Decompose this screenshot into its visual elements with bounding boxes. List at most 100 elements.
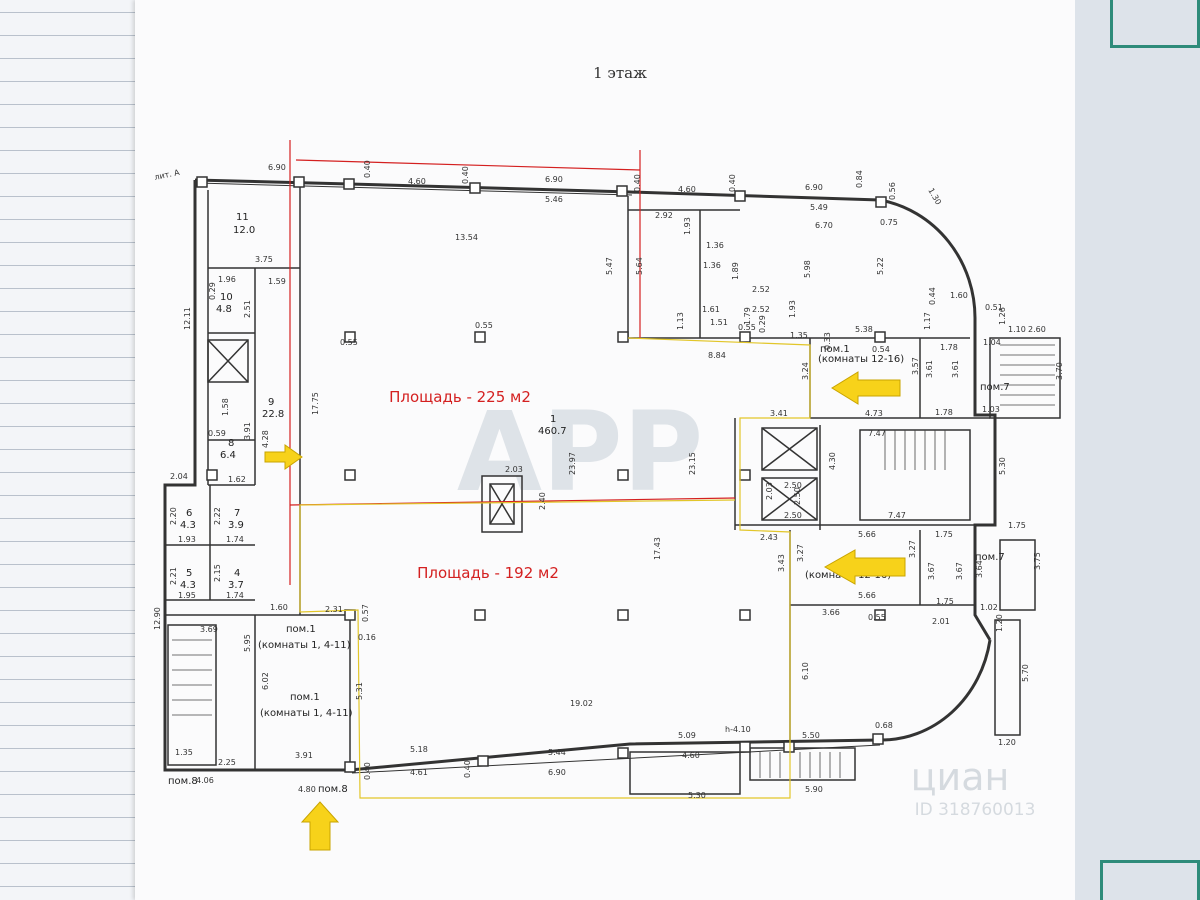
binder-rule-line <box>0 541 135 542</box>
dim-327: 3.27 <box>796 544 805 562</box>
dim-222: 2.22 <box>213 507 222 525</box>
binder-rule-line <box>0 472 135 473</box>
dim-1775: 17.75 <box>311 392 320 415</box>
dim-460a: 4.60 <box>408 177 426 186</box>
dim-051: 0.51 <box>985 303 1003 312</box>
room-5-number: 5 <box>186 568 192 579</box>
dim-590: 5.90 <box>805 785 823 794</box>
dim-044: 0.44 <box>928 287 937 305</box>
dim-196: 1.96 <box>218 275 236 284</box>
room-8-area: 6.4 <box>220 450 236 461</box>
dim-195: 1.95 <box>178 591 196 600</box>
dim-530: 5.30 <box>998 457 1007 475</box>
dim-075: 0.75 <box>880 218 898 227</box>
binder-rule-line <box>0 656 135 657</box>
dim-055d: 0.55 <box>738 323 756 332</box>
dimension-labels: 6.90 0.40 4.60 0.40 6.90 5.46 0.40 4.60 … <box>153 160 1064 800</box>
dim-193: 1.93 <box>683 217 692 235</box>
binder-rule-line <box>0 587 135 588</box>
binder-rule-line <box>0 679 135 680</box>
dim-391b: 3.91 <box>295 751 313 760</box>
binder-rule-line <box>0 127 135 128</box>
entrance-arrows <box>264 371 906 851</box>
dim-117: 1.17 <box>923 312 932 330</box>
dim-391: 3.91 <box>243 422 252 440</box>
room-9-number: 9 <box>268 397 274 408</box>
dim-690c: 6.90 <box>805 183 823 192</box>
dim-406: 4.06 <box>196 776 214 785</box>
dim-292: 2.92 <box>655 211 673 220</box>
binder-rule-line <box>0 173 135 174</box>
binder-rule-line <box>0 426 135 427</box>
binder-rule-line <box>0 12 135 13</box>
binder-rule-line <box>0 840 135 841</box>
dim-509: 5.09 <box>678 731 696 740</box>
dim-110: 1.10 <box>1008 325 1026 334</box>
corner-frame-top <box>1110 0 1200 48</box>
dim-130: 1.30 <box>926 187 943 207</box>
watermark-cian: циан <box>911 755 1010 799</box>
dim-203: 2.03 <box>765 482 774 500</box>
note-pom8-bottom: пом.8 <box>318 784 348 795</box>
dim-068: 0.68 <box>875 721 893 730</box>
dim-564: 5.64 <box>635 257 644 275</box>
binder-rule-line <box>0 564 135 565</box>
room-4-area: 3.7 <box>228 580 244 591</box>
note-pom1-left2: пом.1 <box>290 692 320 703</box>
dim-566a: 5.66 <box>858 530 876 539</box>
dim-204: 2.04 <box>170 472 188 481</box>
binder-rule-line <box>0 150 135 151</box>
dim-369: 3.69 <box>200 625 218 634</box>
dim-538: 5.38 <box>855 325 873 334</box>
dim-040d: 0.40 <box>728 174 737 192</box>
dim-549: 5.49 <box>810 203 828 212</box>
dim-747b: 7.47 <box>888 511 906 520</box>
arrow-up-icon <box>300 801 340 851</box>
dim-120: 1.20 <box>995 614 1004 632</box>
dim-175c: 1.75 <box>936 597 954 606</box>
dim-175a: 1.75 <box>935 530 953 539</box>
dim-160: 1.60 <box>950 291 968 300</box>
area-label-192: Площадь - 192 м2 <box>417 564 559 582</box>
dim-531: 5.31 <box>355 682 364 700</box>
note-pom1-upper-rooms: (комнаты 12-16) <box>818 354 904 365</box>
dim-252b: 2.52 <box>752 305 770 314</box>
binder-rule-line <box>0 380 135 381</box>
right-page-strip <box>1075 0 1200 900</box>
dim-029b: 0.29 <box>208 282 217 300</box>
red-area-outline <box>289 140 736 585</box>
room-6-number: 6 <box>186 508 192 519</box>
arrow-right-icon <box>264 444 303 470</box>
binder-rule-line <box>0 242 135 243</box>
dim-602: 6.02 <box>261 672 270 690</box>
binder-page-left <box>0 0 135 900</box>
dim-033: 0.33 <box>823 332 832 350</box>
arrow-left-icon <box>823 549 906 585</box>
note-pom8-left: пом.8 <box>168 776 198 787</box>
binder-rule-line <box>0 265 135 266</box>
room-10-number: 10 <box>220 292 233 303</box>
dim-113: 1.13 <box>676 312 685 330</box>
dim-361b: 3.61 <box>951 360 960 378</box>
dim-1902: 19.02 <box>570 699 593 708</box>
dim-120b: 1.20 <box>998 738 1016 747</box>
dim-193b: 1.93 <box>788 300 797 318</box>
dim-193c: 1.93 <box>178 535 196 544</box>
dim-175b: 1.75 <box>1008 521 1026 530</box>
room-11-number: 11 <box>236 212 249 223</box>
floor-title: 1 этаж <box>593 64 647 82</box>
dim-366: 3.66 <box>822 608 840 617</box>
dim-135: 1.35 <box>790 331 808 340</box>
room-10-area: 4.8 <box>216 304 232 315</box>
dim-260: 2.60 <box>1028 325 1046 334</box>
dim-220: 2.20 <box>169 507 178 525</box>
dim-174a: 1.74 <box>226 535 244 544</box>
binder-rule-line <box>0 403 135 404</box>
dim-357: 3.57 <box>911 357 920 375</box>
dim-324: 3.24 <box>801 362 810 380</box>
dim-016: 0.16 <box>358 633 376 642</box>
dim-473: 4.73 <box>865 409 883 418</box>
binder-rule-line <box>0 610 135 611</box>
dim-250a: 2.50 <box>784 481 802 490</box>
